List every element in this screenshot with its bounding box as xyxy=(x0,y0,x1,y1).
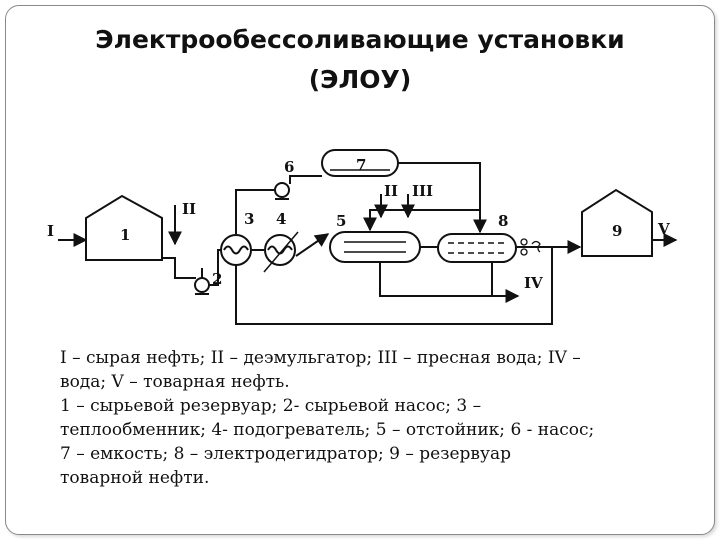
label-pump-6: 6 xyxy=(284,158,294,176)
process-flow-diagram: I 1 II 2 3 4 5 6 7 II III 8 IV 9 V xyxy=(47,149,678,325)
heater-to-settler-line xyxy=(295,233,330,257)
heater xyxy=(263,231,299,273)
label-dehydrator-8: 8 xyxy=(498,212,508,230)
heat-exchanger xyxy=(220,234,252,266)
label-outlet-IV: IV xyxy=(524,274,543,292)
settler-return-line xyxy=(379,262,492,297)
caption-line-3: 1 – сырьевой резервуар; 2- сырьевой насо… xyxy=(60,396,482,416)
tank-to-pump-line xyxy=(162,257,196,279)
product-tank xyxy=(581,188,653,257)
electric-symbol xyxy=(520,238,541,256)
electrodehydrator xyxy=(437,233,517,263)
label-feed-I: I xyxy=(47,222,54,240)
settler xyxy=(329,231,421,263)
caption-line-6: товарной нефти. xyxy=(60,468,210,488)
caption-line-1: I – сырая нефть; II – деэмульгатор; III … xyxy=(60,348,581,368)
label-settler-5: 5 xyxy=(336,212,346,230)
title-line-1: Электрообессоливающие установки xyxy=(95,25,625,54)
caption-line-5: 7 – емкость; 8 – электродегидратор; 9 – … xyxy=(60,444,512,464)
raw-tank xyxy=(85,194,163,261)
label-water-III: III xyxy=(412,182,433,200)
recycle-pump xyxy=(274,182,290,200)
label-demulsifier-II: II xyxy=(182,200,196,218)
label-tank-9: 9 xyxy=(612,222,622,240)
settler-feed-header xyxy=(369,209,480,217)
slide-title: Электрообессоливающие установки (ЭЛОУ) xyxy=(0,20,720,100)
caption-line-2: вода; V – товарная нефть. xyxy=(60,372,290,392)
label-tank-1: 1 xyxy=(120,226,130,244)
raw-pump xyxy=(194,268,210,295)
label-heater-4: 4 xyxy=(276,210,286,228)
water-outlet-line xyxy=(491,262,520,303)
vessel-to-pump-line xyxy=(289,175,322,184)
slide-frame xyxy=(5,5,715,535)
product-loop-line xyxy=(235,246,553,325)
legend-caption: I – сырая нефть; II – деэмульгатор; III … xyxy=(60,346,680,490)
label-pump-2: 2 xyxy=(212,270,222,288)
title-line-2: (ЭЛОУ) xyxy=(308,65,412,94)
vessel-to-dehydrator-line xyxy=(398,162,481,210)
pump-recycle-line xyxy=(235,189,275,234)
label-water-II: II xyxy=(384,182,398,200)
caption-line-4: теплообменник; 4- подогреватель; 5 – отс… xyxy=(60,420,595,440)
label-vessel-7: 7 xyxy=(356,156,366,174)
label-product-V: V xyxy=(657,220,670,238)
label-exchanger-3: 3 xyxy=(244,210,254,228)
